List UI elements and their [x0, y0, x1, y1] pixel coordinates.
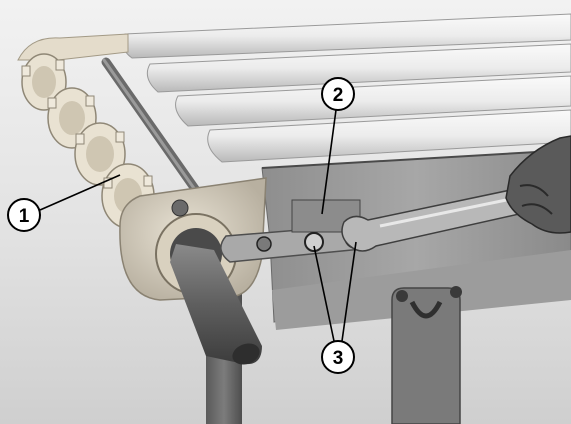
roller-3	[175, 75, 571, 127]
callout-3-label: 3	[333, 348, 344, 369]
callout-leaders	[39, 109, 357, 342]
bolt-left	[304, 232, 324, 252]
support-rod-highlight	[102, 58, 200, 196]
bolt-far	[256, 236, 272, 252]
bracket-slot	[409, 300, 443, 319]
drive-shaft	[170, 244, 262, 365]
plate-edge	[261, 149, 571, 169]
sprocket-stack	[17, 33, 155, 229]
leader-3a	[313, 245, 335, 342]
wrench-highlight	[379, 196, 517, 228]
callout-1: 1	[7, 198, 41, 232]
set-screw	[171, 199, 189, 217]
bracket-bolt-right	[450, 286, 462, 298]
bottom-bracket	[391, 287, 461, 424]
hand	[505, 135, 571, 234]
hand-fingers	[519, 184, 553, 215]
roller-4	[207, 109, 571, 163]
leader-2	[321, 109, 337, 215]
callout-1-label: 1	[19, 206, 30, 227]
roller-2	[146, 43, 571, 93]
leader-3b	[341, 241, 357, 342]
callout-2-label: 2	[333, 85, 344, 106]
callout-2: 2	[321, 77, 355, 111]
leader-1	[39, 174, 121, 211]
shaft-end	[232, 343, 260, 365]
callout-3: 3	[321, 340, 355, 374]
sprocket-teeth	[21, 59, 153, 189]
bracket-bolt-left	[396, 290, 408, 302]
